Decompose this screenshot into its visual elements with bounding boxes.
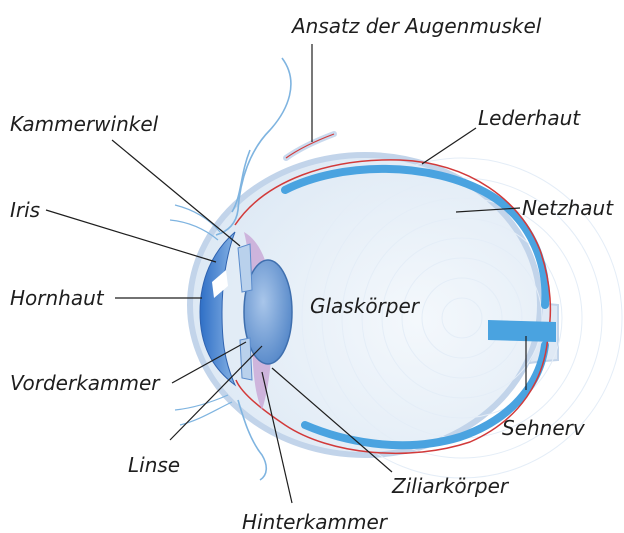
label-cornea: Hornhaut [10, 288, 104, 308]
label-vitreous-body: Glaskörper [310, 296, 419, 316]
label-muscle-insertion: Ansatz der Augenmuskel [292, 16, 541, 36]
label-ciliary-body: Ziliarkörper [392, 476, 508, 496]
label-posterior-chamber: Hinterkammer [242, 512, 387, 532]
label-anterior-chamber: Vorderkammer [10, 373, 160, 393]
label-lens: Linse [128, 455, 180, 475]
optic-nerve [488, 320, 556, 342]
label-retina: Netzhaut [522, 198, 613, 218]
label-optic-nerve: Sehnerv [502, 418, 585, 438]
label-chamber-angle: Kammerwinkel [10, 114, 158, 134]
label-iris: Iris [10, 200, 40, 220]
muscle-insertion [286, 134, 334, 158]
label-sclera: Lederhaut [478, 108, 580, 128]
